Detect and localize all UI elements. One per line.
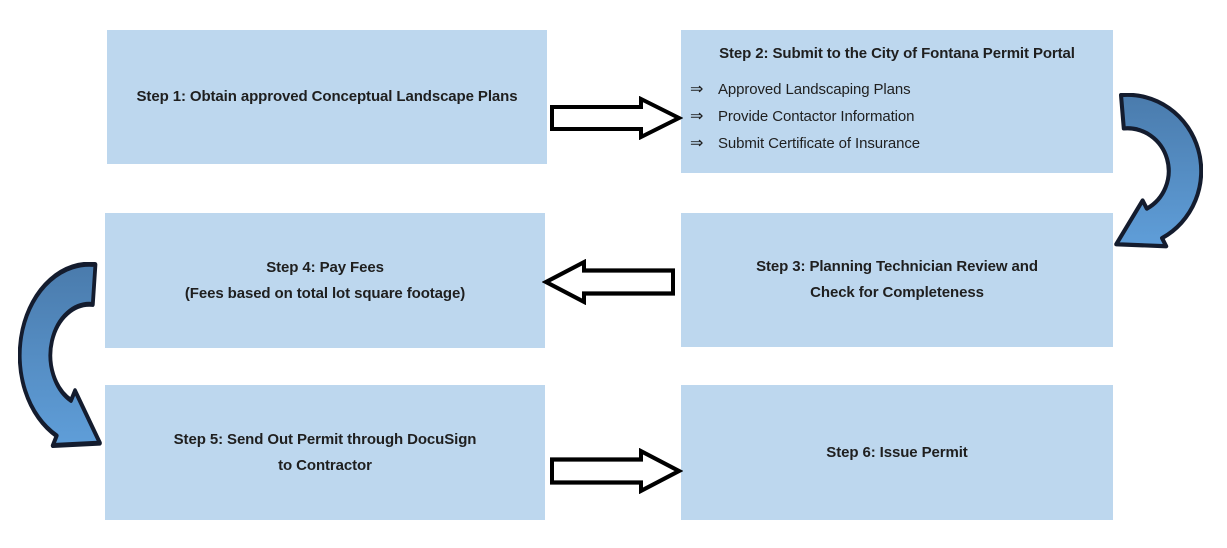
step-2-bullet-row: ⇒ Provide Contactor Information	[681, 103, 1113, 130]
step-2-bullet-row: ⇒ Submit Certificate of Insurance	[681, 130, 1113, 157]
step-5-label-line-2: to Contractor	[278, 456, 372, 474]
step-4-label-line-1: Step 4: Pay Fees	[266, 258, 384, 276]
step-4-box: Step 4: Pay Fees (Fees based on total lo…	[105, 213, 545, 348]
step-5-box: Step 5: Send Out Permit through DocuSign…	[105, 385, 545, 520]
step-3-box: Step 3: Planning Technician Review and C…	[681, 213, 1113, 347]
step-5-label-line-1: Step 5: Send Out Permit through DocuSign	[173, 430, 477, 448]
step-1-box: Step 1: Obtain approved Conceptual Lands…	[107, 30, 547, 164]
step-1-label: Step 1: Obtain approved Conceptual Lands…	[136, 88, 518, 105]
step4-to-step5-curved-arrow-icon	[18, 262, 103, 462]
step5-to-step6-arrow-icon	[550, 448, 683, 494]
step-6-box: Step 6: Issue Permit	[681, 385, 1113, 520]
double-arrow-bullet-icon: ⇒	[690, 80, 704, 98]
step-2-title: Step 2: Submit to the City of Fontana Pe…	[719, 45, 1075, 62]
step-3-label-line-2: Check for Completeness	[810, 284, 984, 301]
step-6-label: Step 6: Issue Permit	[826, 443, 968, 461]
step-2-bullet-row: ⇒ Approved Landscaping Plans	[681, 76, 1113, 103]
step1-to-step2-arrow-icon	[550, 96, 683, 140]
step2-to-step3-curved-arrow-icon	[1113, 93, 1203, 260]
double-arrow-bullet-icon: ⇒	[690, 134, 704, 152]
step-2-bullet-label: Approved Landscaping Plans	[718, 80, 911, 98]
step-2-bullet-label: Provide Contactor Information	[718, 107, 915, 125]
double-arrow-bullet-icon: ⇒	[690, 107, 704, 125]
step-2-bullet-label: Submit Certificate of Insurance	[718, 134, 920, 152]
step3-to-step4-arrow-icon	[542, 259, 675, 305]
step-3-label-line-1: Step 3: Planning Technician Review and	[756, 258, 1038, 275]
step-2-box: Step 2: Submit to the City of Fontana Pe…	[681, 30, 1113, 173]
step-4-label-line-2: (Fees based on total lot square footage)	[184, 284, 466, 302]
